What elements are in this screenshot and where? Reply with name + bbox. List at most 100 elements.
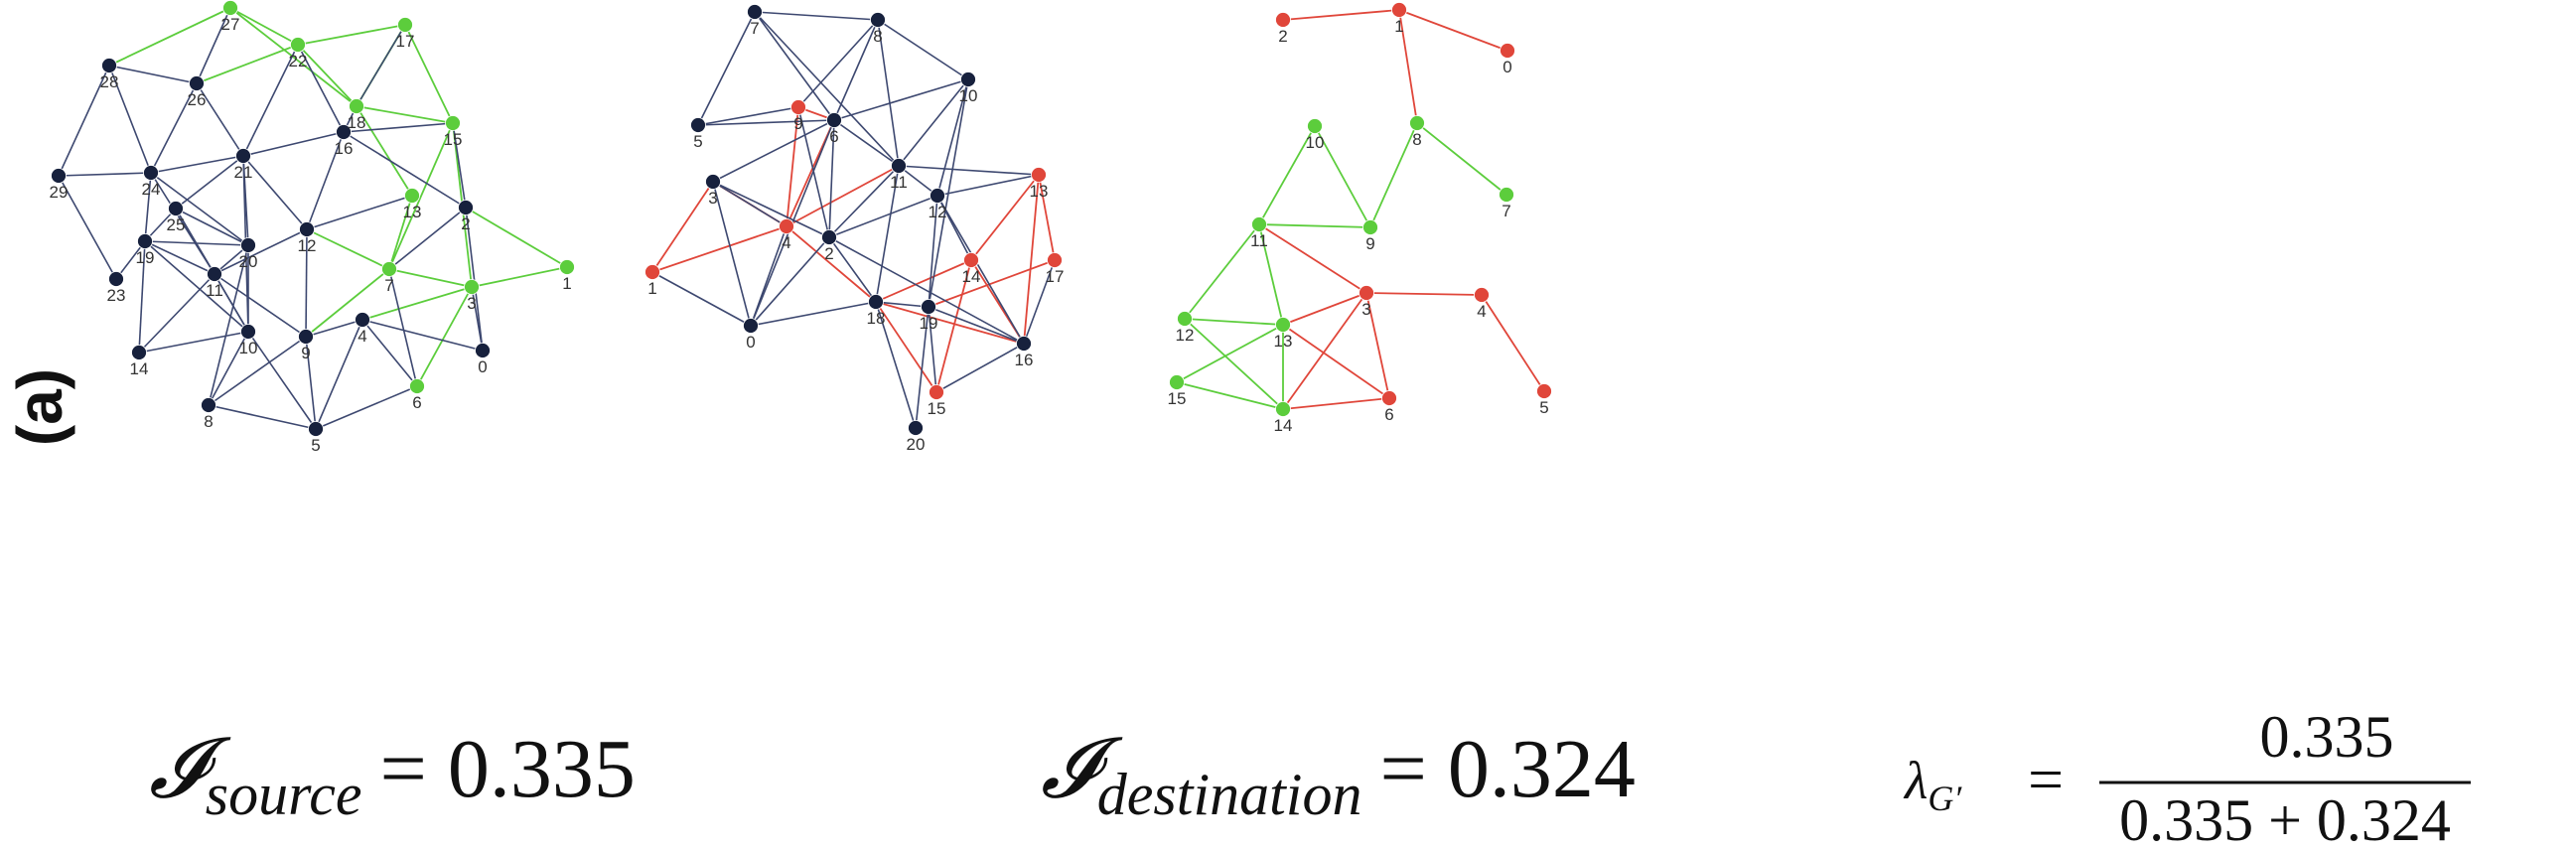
merged-edge-8-7 xyxy=(1416,122,1507,196)
merged-edges xyxy=(1176,9,1545,410)
source-node-label-28: 28 xyxy=(100,72,119,91)
destination-edge-2-16 xyxy=(828,236,1025,345)
merged-node-3 xyxy=(1359,285,1374,301)
source-node-label-15: 15 xyxy=(444,130,463,149)
destination-edge-4-11 xyxy=(786,165,900,227)
destination-edge-11-18 xyxy=(875,165,900,303)
destination-edges xyxy=(651,11,1056,429)
destination-edge-2-9 xyxy=(797,106,830,238)
destination-edge-8-10 xyxy=(877,19,969,80)
source-edge-4-0 xyxy=(361,319,484,352)
destination-edge-12-2 xyxy=(828,195,938,238)
source-edge-3-1 xyxy=(471,266,568,288)
source-node-24 xyxy=(143,165,159,181)
merged-edge-14-6 xyxy=(1282,397,1390,410)
destination-node-20 xyxy=(908,420,924,436)
destination-edge-3-2 xyxy=(712,181,830,238)
source-edge-2-7 xyxy=(388,207,467,270)
destination-edge-13-14 xyxy=(970,174,1040,261)
source-edge-27-18 xyxy=(229,7,358,107)
source-edge-26-28 xyxy=(108,65,198,84)
merged-node-label-13: 13 xyxy=(1274,332,1293,351)
destination-node-8 xyxy=(870,12,886,28)
source-node-5 xyxy=(308,421,324,437)
destination-node-label-6: 6 xyxy=(829,127,838,146)
source-node-16 xyxy=(336,124,352,140)
merged-node-12 xyxy=(1177,311,1193,327)
source-edge-9-8 xyxy=(208,336,307,406)
merged-node-13 xyxy=(1275,317,1291,333)
destination-node-label-0: 0 xyxy=(746,333,755,352)
merged-edge-11-3 xyxy=(1258,223,1367,294)
source-node-label-26: 26 xyxy=(188,90,207,109)
source-edge-16-12 xyxy=(306,131,345,230)
destination-edge-19-20 xyxy=(915,306,930,429)
destination-node-label-16: 16 xyxy=(1015,351,1034,369)
merged-node-1 xyxy=(1391,2,1407,18)
merged-node-2 xyxy=(1275,12,1291,28)
source-edge-16-21 xyxy=(242,131,345,157)
destination-node-17 xyxy=(1047,252,1063,268)
source-node-label-18: 18 xyxy=(348,113,366,132)
source-edge-4-6 xyxy=(361,319,418,387)
merged-edge-1-8 xyxy=(1398,9,1418,124)
source-node-6 xyxy=(409,378,425,394)
source-node-4 xyxy=(355,312,370,328)
destination-edge-1-4 xyxy=(651,225,787,273)
merged-edge-2-1 xyxy=(1282,9,1400,21)
source-edge-12-13 xyxy=(306,195,413,230)
source-node-label-3: 3 xyxy=(467,294,476,313)
destination-edge-8-11 xyxy=(877,19,900,167)
merged-edge-3-14 xyxy=(1282,292,1367,410)
source-node-14 xyxy=(131,345,147,360)
destination-node-12 xyxy=(930,188,945,204)
destination-edge-7-5 xyxy=(697,11,756,126)
destination-node-1 xyxy=(644,264,660,280)
source-node-23 xyxy=(108,271,124,287)
source-edge-27-28 xyxy=(108,7,231,67)
destination-edge-19-16 xyxy=(928,306,1025,345)
source-edge-27-26 xyxy=(196,7,231,84)
source-node-label-27: 27 xyxy=(221,15,240,34)
merged-node-9 xyxy=(1362,219,1378,235)
source-node-2 xyxy=(458,200,474,215)
merged-node-label-15: 15 xyxy=(1168,389,1187,408)
source-edge-24-20 xyxy=(150,172,249,246)
merged-node-label-6: 6 xyxy=(1384,405,1393,424)
source-edge-26-21 xyxy=(196,82,244,157)
panel-label: (a) xyxy=(4,368,75,446)
destination-edge-18-16 xyxy=(875,301,1025,345)
source-node-label-6: 6 xyxy=(412,393,421,412)
source-edge-4-5 xyxy=(315,319,363,430)
destination-edge-5-6 xyxy=(697,119,835,126)
destination-node-0 xyxy=(743,318,759,334)
destination-edge-11-13 xyxy=(898,165,1040,176)
source-edge-18-17 xyxy=(356,24,406,107)
source-edge-18-13 xyxy=(356,105,413,197)
merged-node-8 xyxy=(1409,115,1425,131)
destination-node-label-2: 2 xyxy=(824,244,833,263)
source-node-11 xyxy=(207,266,222,282)
destination-edge-18-19 xyxy=(875,301,930,308)
source-edge-4-3 xyxy=(361,286,473,321)
merged-edge-13-15 xyxy=(1176,324,1284,383)
destination-edge-13-16 xyxy=(1023,174,1040,345)
source-node-label-12: 12 xyxy=(298,236,317,255)
source-node-25 xyxy=(168,201,184,216)
formula-destination: 𝓘destination= 0.324 xyxy=(1041,723,1636,827)
source-edge-22-21 xyxy=(242,44,299,157)
source-node-label-24: 24 xyxy=(142,180,161,199)
destination-node-11 xyxy=(891,158,907,174)
destination-edge-2-18 xyxy=(828,236,877,303)
destination-edge-4-9 xyxy=(786,106,799,227)
source-node-27 xyxy=(222,0,238,16)
source-node-label-0: 0 xyxy=(478,357,487,376)
destination-edge-5-9 xyxy=(697,106,799,126)
source-node-1 xyxy=(559,259,575,275)
destination-edge-6-10 xyxy=(833,78,969,121)
destination-edge-12-13 xyxy=(936,174,1040,197)
destination-node-label-18: 18 xyxy=(867,309,886,328)
merged-node-label-10: 10 xyxy=(1306,133,1325,152)
destination-edge-12-19 xyxy=(928,195,938,308)
source-edge-29-23 xyxy=(58,175,117,280)
